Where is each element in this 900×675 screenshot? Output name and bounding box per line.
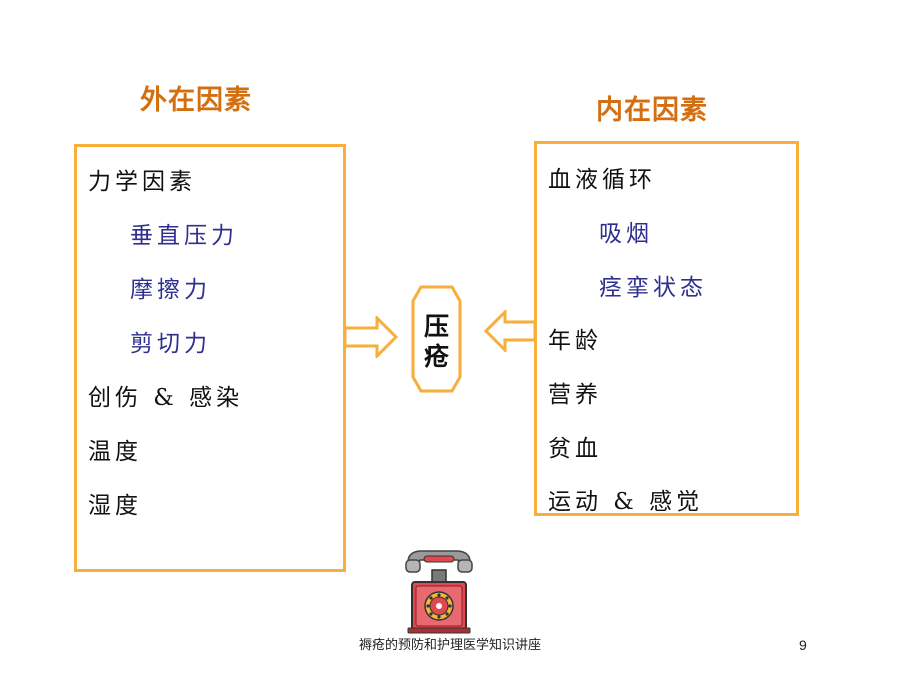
arrow-left-icon [483,310,537,352]
external-item-friction: 摩擦力 [130,277,211,303]
pressure-sore-label-line2: 疮 [423,342,449,371]
external-item-vertical-pressure: 垂直压力 [130,223,238,249]
external-item-trauma-infection: 创伤 & 感染 [88,385,244,411]
arrow-right-icon [343,316,399,358]
pressure-sore-hexagon [411,285,462,393]
pressure-sore-label: 压 疮 [411,312,462,372]
page-number: 9 [799,637,807,653]
footer-caption: 褥疮的预防和护理医学知识讲座 [358,638,541,653]
internal-factors-heading: 内在因素 [596,95,708,126]
external-item-humidity: 湿度 [88,493,142,519]
external-item-temperature: 温度 [88,439,142,465]
pressure-sore-label-line1: 压 [423,312,449,341]
external-item-mechanical: 力学因素 [88,169,196,195]
internal-item-circulation: 血液循环 [548,167,656,193]
external-item-shear: 剪切力 [130,331,211,357]
external-factors-heading: 外在因素 [140,85,252,116]
external-factors-box [74,144,346,572]
telephone-icon [405,550,473,634]
internal-item-smoking: 吸烟 [599,221,653,247]
internal-item-movement-sensation: 运动 & 感觉 [548,489,704,515]
internal-item-spasticity: 痉挛状态 [599,275,707,301]
internal-item-anemia: 贫血 [548,436,602,462]
internal-item-age: 年龄 [548,328,602,354]
internal-item-nutrition: 营养 [548,382,602,408]
